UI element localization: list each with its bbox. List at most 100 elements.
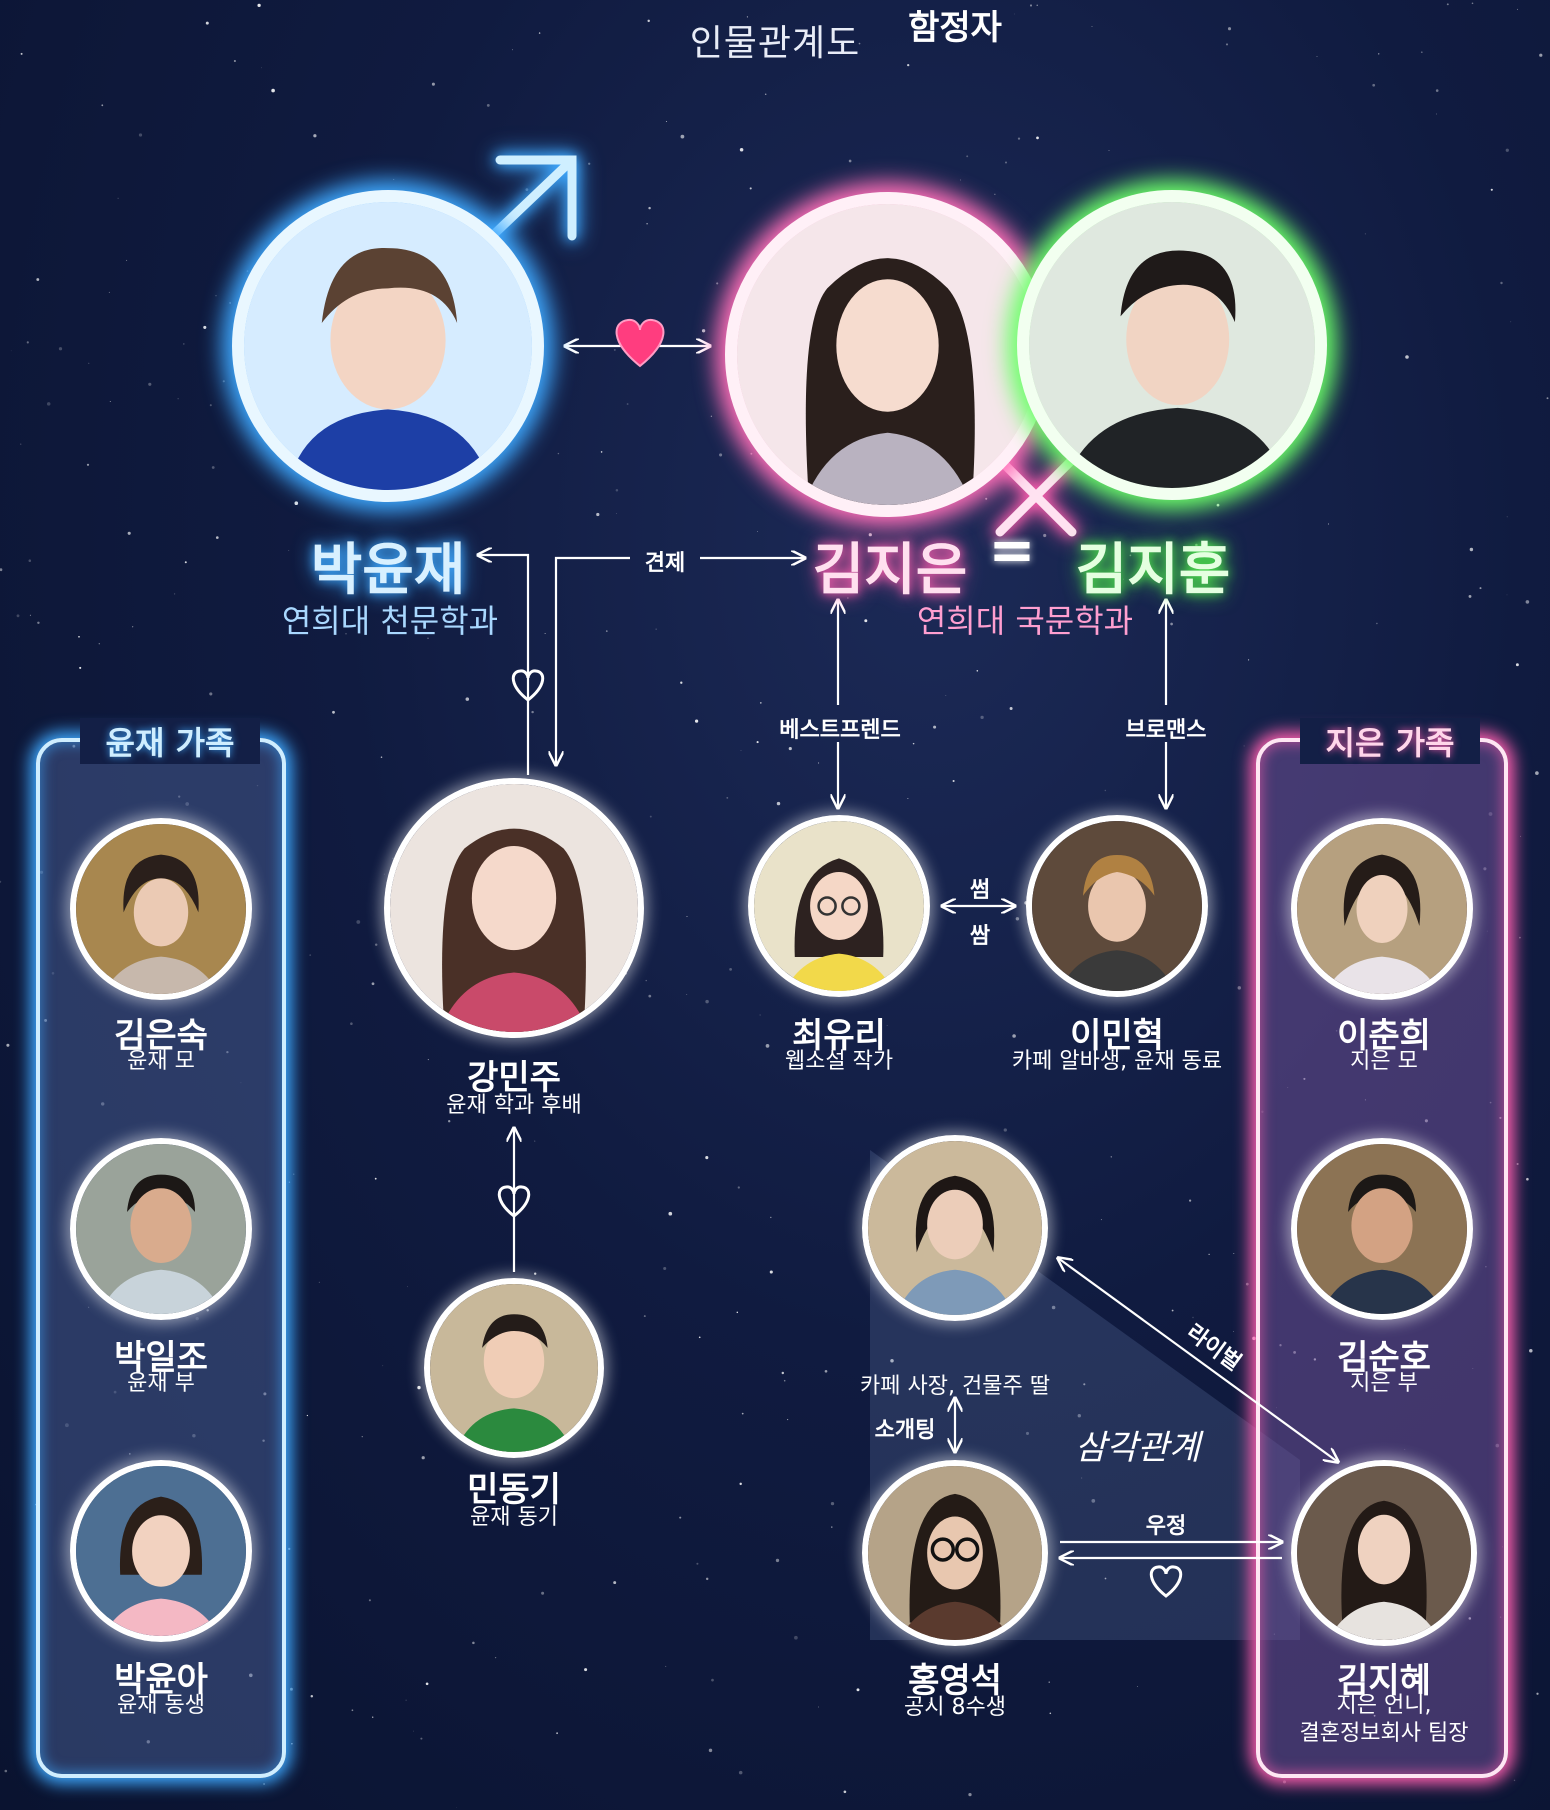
check-line-a [556, 556, 630, 765]
star [20, 443, 22, 445]
star [980, 715, 984, 720]
yuri-portrait [748, 815, 930, 997]
star [1436, 113, 1437, 115]
star [1506, 516, 1508, 518]
star [1520, 835, 1522, 837]
star [1216, 503, 1220, 507]
star [788, 747, 792, 751]
star [1526, 1177, 1529, 1181]
star [425, 1682, 429, 1686]
star [1519, 936, 1521, 939]
youngseok-role: 공시 8수생 [904, 1695, 1006, 1720]
star [726, 796, 729, 799]
star [668, 1211, 673, 1216]
donggi-heart-icon [497, 1185, 531, 1218]
star [101, 104, 104, 107]
star [138, 133, 143, 137]
jieun-mother-portrait [1291, 818, 1473, 1000]
some-label-1: 썸 [969, 878, 991, 903]
star [665, 1665, 667, 1667]
jeongja-portrait [862, 1135, 1048, 1321]
star [486, 103, 490, 107]
star [1468, 594, 1472, 598]
yunjae-sister-name: 박윤아 [114, 1660, 208, 1700]
jihun-portrait [1017, 190, 1327, 500]
yuri-name: 최유리 [792, 1016, 886, 1056]
star [737, 1186, 740, 1189]
star [541, 1591, 545, 1595]
minhyuk-portrait [1026, 815, 1208, 997]
yuri-role: 웹소설 작가 [784, 1049, 894, 1074]
star [16, 614, 20, 618]
jihye-role-2: 결혼정보회사 팀장 [1299, 1721, 1469, 1746]
star [310, 1694, 314, 1698]
star [405, 1699, 407, 1701]
star [952, 779, 955, 783]
star [1469, 547, 1474, 552]
star [448, 1120, 451, 1123]
star [1535, 771, 1539, 775]
star [1490, 188, 1493, 191]
star [959, 179, 961, 181]
star [0, 880, 2, 883]
star [345, 633, 347, 635]
minju-portrait [384, 778, 644, 1038]
star [1525, 600, 1530, 604]
star [994, 193, 996, 195]
star [393, 179, 395, 180]
star [1081, 1477, 1083, 1479]
star [368, 1599, 371, 1602]
star [794, 1635, 798, 1640]
star [824, 1369, 828, 1373]
star [117, 197, 119, 199]
star [512, 49, 513, 51]
star [209, 404, 212, 407]
star [775, 1558, 780, 1563]
star [1029, 4, 1033, 7]
star [698, 1336, 701, 1339]
star [472, 1641, 475, 1645]
star [332, 710, 335, 714]
star [183, 343, 185, 345]
star [257, 3, 261, 8]
donggi-portrait [424, 1278, 604, 1458]
star [1517, 8, 1518, 10]
jeongja-name: 함정자 [908, 8, 1002, 48]
star [886, 1025, 888, 1026]
star [1015, 917, 1020, 921]
star [126, 259, 128, 261]
star [557, 452, 560, 455]
check-label: 견제 [644, 551, 686, 576]
star [696, 1562, 699, 1565]
star [596, 512, 600, 517]
star [222, 380, 225, 383]
star [890, 1359, 894, 1363]
male-symbol-icon [485, 155, 577, 243]
star [417, 1385, 421, 1390]
star [10, 350, 12, 352]
yunjae-mother-portrait [70, 818, 252, 1000]
star [1233, 1252, 1235, 1254]
star [764, 93, 767, 95]
jihye-name: 김지혜 [1337, 1661, 1431, 1701]
star [525, 188, 529, 192]
star [371, 982, 375, 986]
jieun-father-role: 지은 부 [1350, 1371, 1418, 1396]
star [246, 270, 249, 272]
star [29, 614, 31, 616]
star [356, 920, 361, 924]
star [372, 1716, 374, 1718]
star [215, 536, 219, 539]
jieun-family-title: 지은 가족 [1300, 718, 1480, 764]
star [645, 979, 647, 982]
star [757, 531, 758, 532]
star [1108, 150, 1110, 151]
star [787, 1419, 789, 1421]
star [613, 1581, 617, 1585]
star [738, 1770, 743, 1775]
star [862, 1026, 863, 1027]
star [831, 1526, 833, 1528]
star [746, 16, 748, 18]
star [306, 1414, 309, 1417]
